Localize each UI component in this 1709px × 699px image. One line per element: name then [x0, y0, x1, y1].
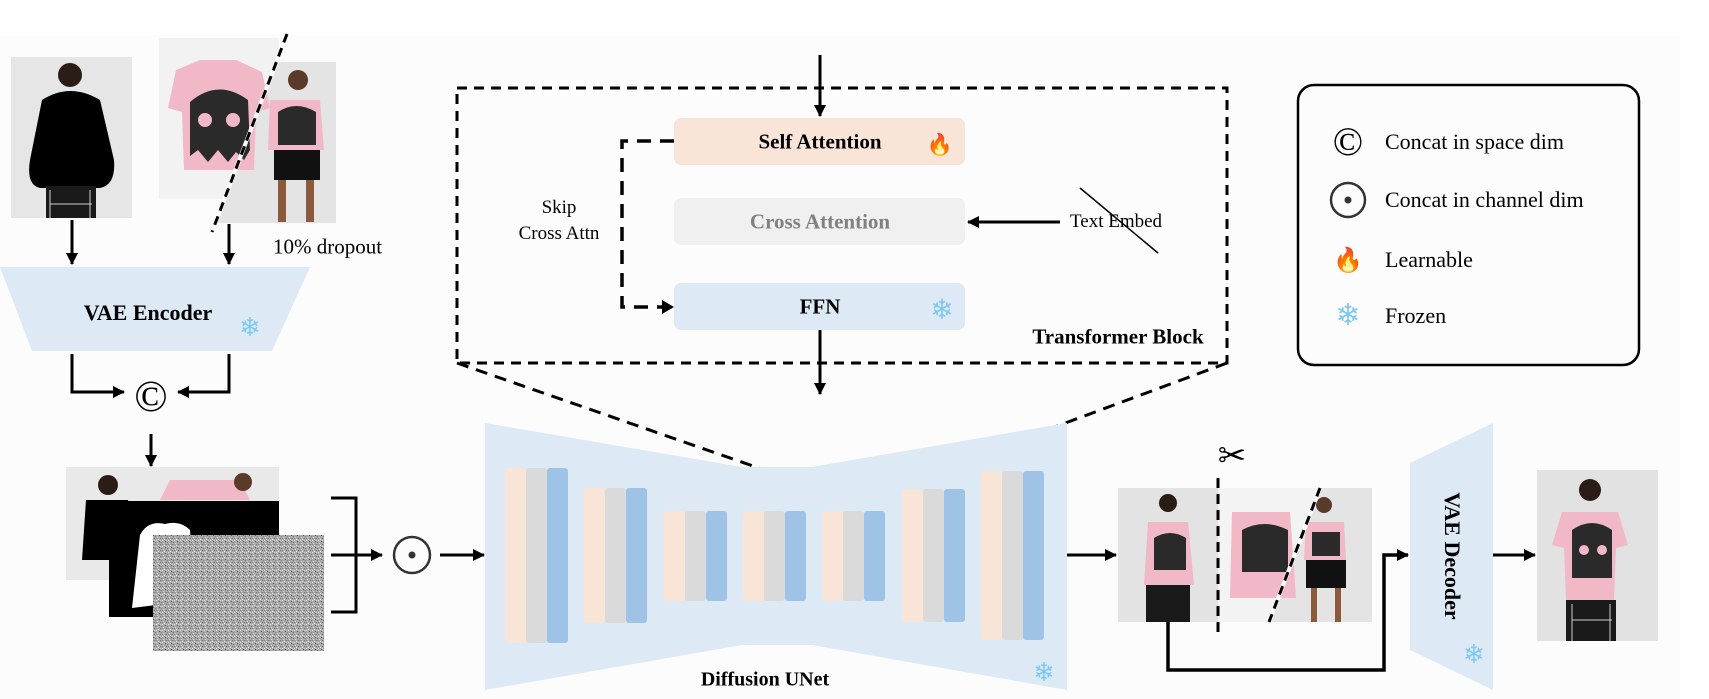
text-embed-strike [1079, 187, 1159, 254]
snowflake-icon: ❄ [1463, 640, 1485, 670]
arrow-encoder-right-to-concat [177, 354, 231, 398]
unet-bar-cross [1002, 471, 1023, 640]
unet-bar-ffn [626, 488, 647, 623]
legend-label-frozen: Frozen [1385, 303, 1447, 328]
vae-encoder-label: VAE Encoder [83, 300, 213, 325]
snowflake-icon: ❄ [930, 293, 954, 326]
transformer-block-frame [455, 86, 1229, 365]
unet-bar-ffn [864, 511, 885, 601]
unet-bar-attention [505, 468, 526, 643]
snowflake-icon: ❄ [239, 313, 261, 343]
concat-space-symbol: © [134, 372, 168, 421]
latent-stack [66, 467, 324, 651]
legend-concat-channel-icon-shape [1329, 181, 1367, 219]
concat-channel-symbol [392, 535, 432, 575]
dropout-label: 10% dropout [273, 234, 383, 259]
unet-bar-ffn [785, 511, 806, 601]
legend-label-learnable: Learnable [1385, 247, 1473, 272]
unet-bar-cross [843, 511, 864, 601]
legend-label-concat-space: Concat in space dim [1385, 129, 1565, 154]
self-attention-label: Self Attention [758, 129, 882, 154]
unet-bar-ffn [944, 489, 965, 622]
unet-bar-attention [981, 471, 1002, 640]
transformer-block-title: Transformer Block [1032, 324, 1204, 349]
cross-attention-label: Cross Attention [749, 209, 891, 234]
unet-bar-ffn [547, 468, 568, 643]
unet-block-4 [743, 511, 806, 601]
unet-bar-cross [923, 489, 944, 622]
arrow-encoder-left-to-concat [70, 354, 125, 398]
snowflake-icon: ❄ [1335, 298, 1361, 333]
noise-image [153, 535, 324, 651]
unet-block-2 [584, 488, 647, 623]
result-image [1537, 470, 1658, 641]
unet-block-6 [902, 489, 965, 622]
unet-bar-cross [685, 511, 706, 601]
unet-block-3 [664, 511, 727, 601]
unet-block-5 [822, 511, 885, 601]
self-attention-block [674, 118, 965, 165]
skip-label-line2: Cross Attn [518, 223, 600, 244]
unet-bar-cross [605, 488, 626, 623]
legend-frame [1296, 83, 1641, 367]
skip-label-line1: Skip [541, 197, 577, 218]
unet-bar-ffn [1023, 471, 1044, 640]
unet-blocks [505, 468, 1044, 643]
text-embed-label: Text Embed [1070, 211, 1163, 232]
ffn-label: FFN [799, 294, 841, 319]
skip-cross-attn-path [620, 139, 674, 309]
fire-icon: 🔥 [926, 132, 954, 157]
garment-reference-image [159, 33, 336, 233]
unet-block-1 [505, 468, 568, 643]
ffn-block [674, 283, 965, 330]
legend-concat-space-icon: © [1332, 119, 1364, 164]
unet-bar-attention [822, 511, 843, 601]
unet-block-7 [981, 471, 1044, 640]
legend-label-concat-channel: Concat in channel dim [1385, 187, 1584, 212]
unet-bar-cross [526, 468, 547, 643]
unet-bar-ffn [706, 511, 727, 601]
scissors-icon: ✂ [1217, 438, 1247, 475]
diffusion-unet-label: Diffusion UNet [700, 668, 830, 691]
vae-encoder-block [0, 267, 310, 351]
unet-bar-attention [743, 511, 764, 601]
snowflake-icon: ❄ [1033, 658, 1055, 688]
arrow-output-to-decoder [1166, 549, 1409, 672]
composite-output-image [1118, 487, 1372, 623]
cross-attention-block [674, 198, 965, 245]
vae-decoder-label: VAE Decoder [1440, 492, 1465, 620]
unet-bar-attention [664, 511, 685, 601]
fire-icon: 🔥 [1333, 246, 1363, 274]
unet-bar-cross [764, 511, 785, 601]
skip-arrowhead [662, 300, 674, 314]
unet-bar-attention [584, 488, 605, 623]
vae-decoder-block [1410, 423, 1493, 690]
person-image [11, 57, 132, 218]
unet-bar-attention [902, 489, 923, 622]
